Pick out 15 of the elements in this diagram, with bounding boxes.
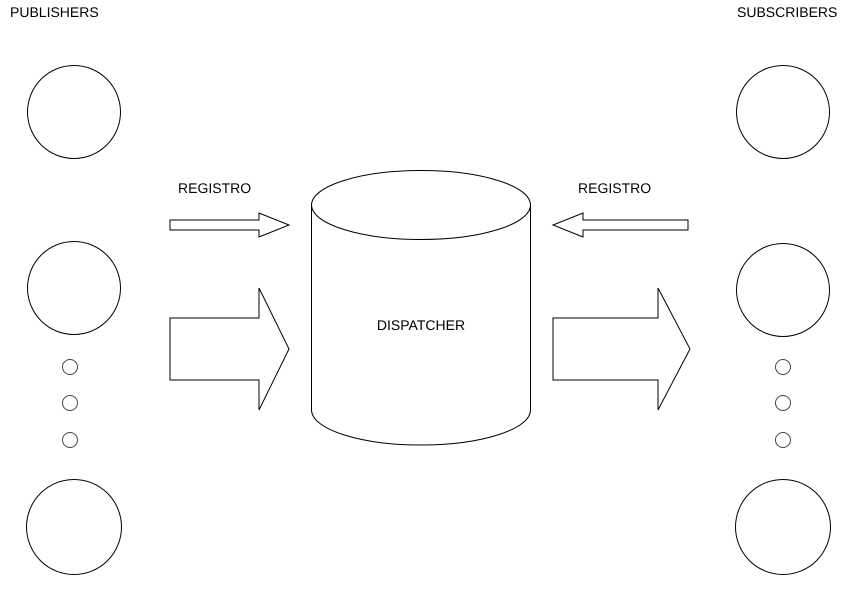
column-heading: PUBLISHERS [10,4,99,20]
block-arrow [552,288,691,410]
circle [775,432,791,448]
circle [62,359,78,375]
block-arrow [170,212,290,238]
edge-label: REGISTRO [578,180,652,196]
circle [775,395,791,411]
column-heading: SUBSCRIBERS [737,4,838,20]
node-label: DISPATCHER [376,317,466,333]
circle [62,395,78,411]
block-arrow [170,288,290,410]
block-arrow [552,212,688,238]
circle [62,432,78,448]
circle [775,359,791,375]
edge-label: REGISTRO [178,180,252,196]
